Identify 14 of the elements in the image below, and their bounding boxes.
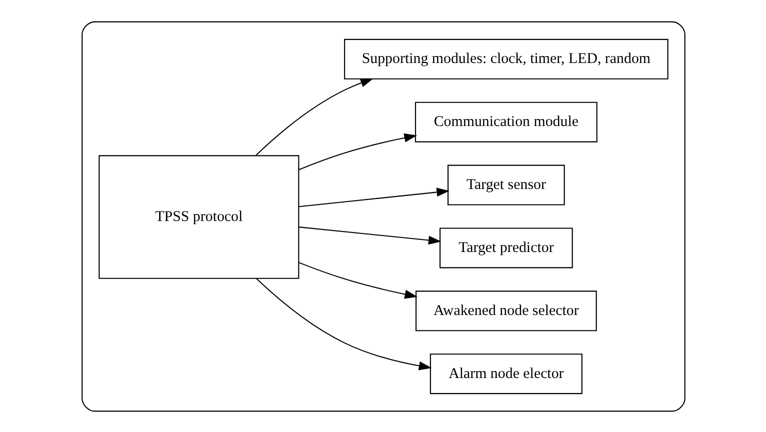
arrow xyxy=(298,226,441,244)
node-box: Target sensor xyxy=(447,164,564,205)
node-box: Awakened node selector xyxy=(415,290,596,331)
cluster xyxy=(81,20,685,412)
arrow xyxy=(298,262,418,298)
node-box: Target predictor xyxy=(439,227,572,268)
node-box: Alarm node elector xyxy=(429,353,582,394)
arrow xyxy=(298,132,417,170)
arrow xyxy=(255,278,432,370)
node-box: Supporting modules: clock, timer, LED, random xyxy=(344,38,668,79)
node-box: Communication module xyxy=(414,101,597,142)
arrow xyxy=(298,187,449,207)
arrow xyxy=(255,78,373,156)
node-box: TPSS protocol xyxy=(98,154,299,278)
